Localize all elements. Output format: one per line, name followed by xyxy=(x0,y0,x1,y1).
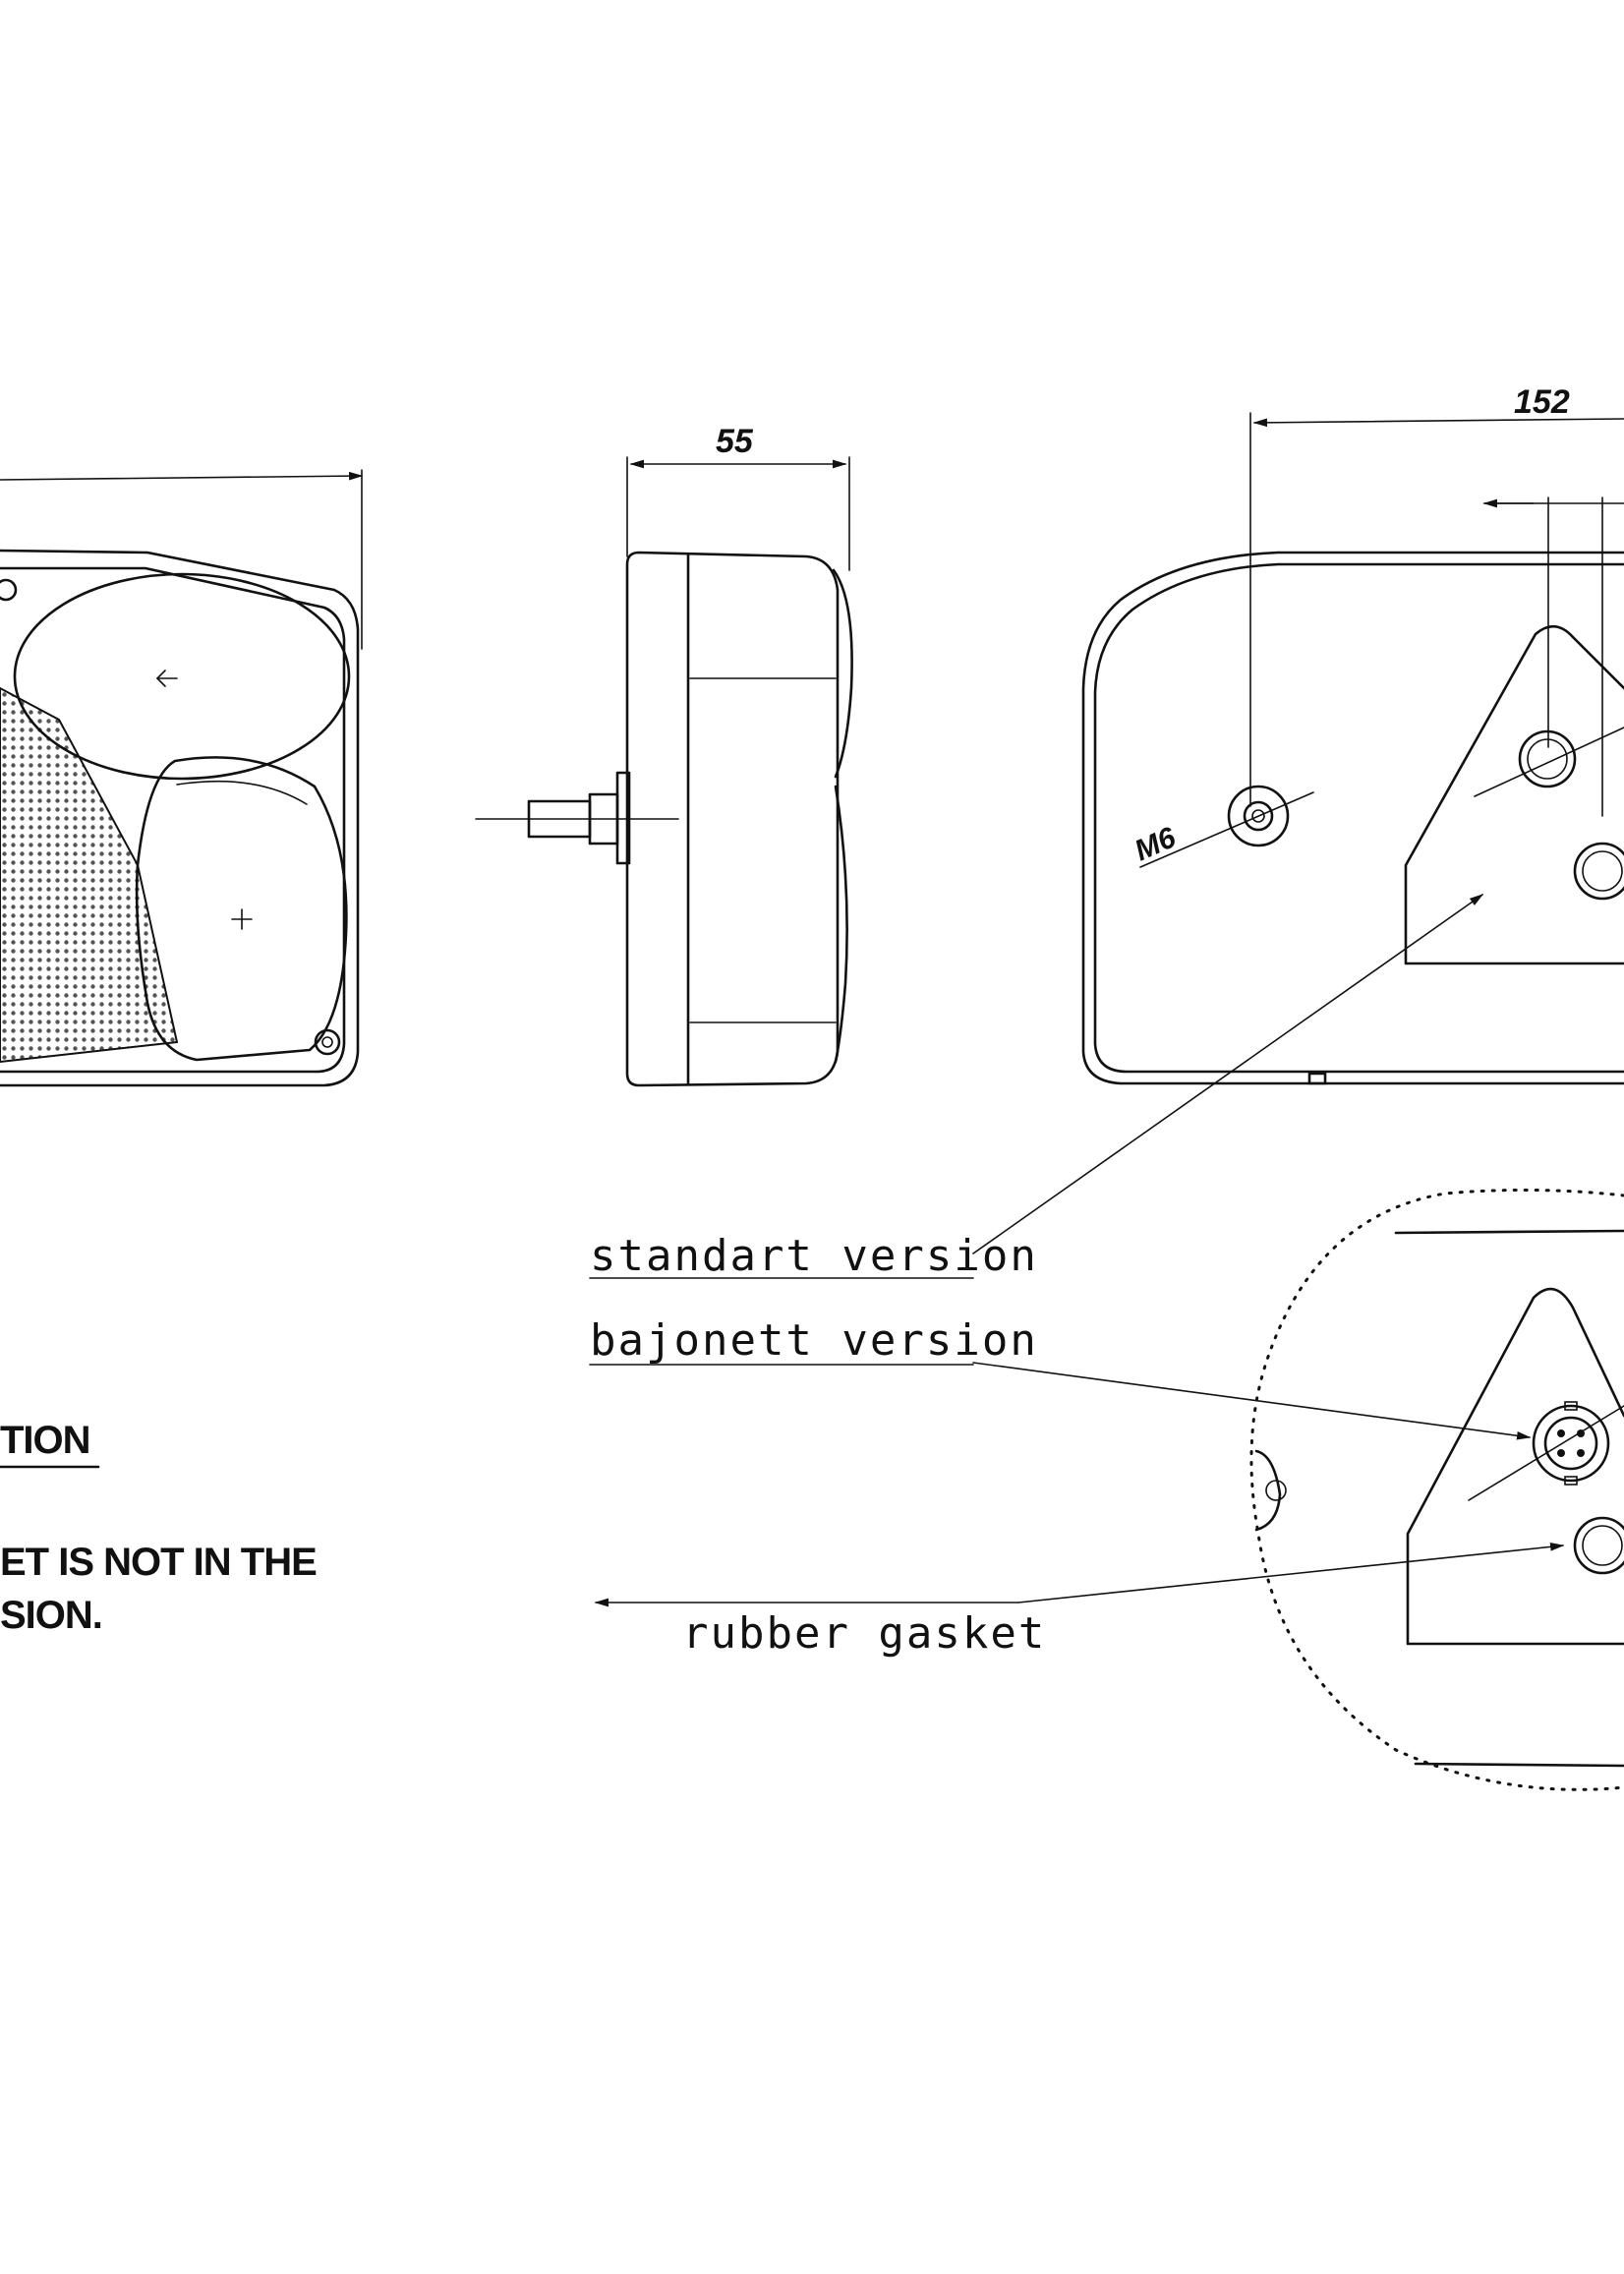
detail-bayonet-pin-3 xyxy=(1557,1449,1565,1457)
detail-housing-top xyxy=(1394,1229,1624,1235)
back-housing-outline xyxy=(1081,551,1624,1085)
front-housing-inner-outline xyxy=(0,566,346,1074)
annotations: standart version bajonett version rubber… xyxy=(0,1231,1046,1659)
front-view xyxy=(0,469,364,1087)
back-view: 152 M6 xyxy=(972,383,1624,1254)
rubber-gasket-label: rubber gasket xyxy=(682,1608,1046,1659)
detail-triangle-plate xyxy=(1406,1287,1624,1646)
detail-side-tab xyxy=(1254,1449,1282,1532)
note-line-1: ET IS NOT IN THE xyxy=(0,1541,317,1584)
front-screw-top xyxy=(0,578,18,602)
detail-view xyxy=(594,1188,1624,1791)
detail-circle-dotted xyxy=(1249,1188,1624,1791)
back-m6-leader xyxy=(1139,791,1314,868)
note-line-2: SION. xyxy=(0,1594,102,1637)
standard-version-leader xyxy=(972,894,1484,1254)
bajonett-version-label: bajonett version xyxy=(590,1315,1038,1366)
back-hole-upper xyxy=(1518,729,1577,788)
side-housing-outline xyxy=(625,551,840,1087)
detail-hole xyxy=(1573,1516,1624,1575)
front-screw-bottom xyxy=(314,1028,341,1056)
back-hole-upper-inner xyxy=(1527,738,1568,780)
detail-bayonet-inner xyxy=(1543,1416,1598,1471)
detail-bayonet-dimension xyxy=(1468,1405,1624,1501)
bajonett-version-leader xyxy=(972,1362,1532,1440)
detail-side-tab-hole xyxy=(1265,1480,1287,1501)
back-housing-inner-outline xyxy=(1093,562,1624,1074)
side-depth-value: 55 xyxy=(716,423,754,460)
detail-housing-bottom xyxy=(1414,1762,1624,1768)
back-hole-lower-inner xyxy=(1582,850,1623,892)
back-drain-notch xyxy=(1307,1072,1327,1085)
standard-version-label: standart version xyxy=(590,1231,1038,1281)
detail-bayonet-outer xyxy=(1532,1404,1610,1483)
front-upper-lamp-arrow-mark xyxy=(155,670,166,687)
note-heading: TION xyxy=(0,1419,90,1462)
back-stud-outer xyxy=(1227,785,1290,847)
side-lens-bulge-lower xyxy=(834,785,848,1064)
front-reflector-triangle xyxy=(0,686,179,1064)
back-width-value: 152 xyxy=(1514,383,1570,421)
back-hole-upper-leader xyxy=(1474,727,1624,797)
detail-bayonet-pin-1 xyxy=(1557,1429,1565,1437)
detail-hole-inner xyxy=(1582,1525,1623,1566)
back-triangle-plate xyxy=(1404,624,1624,965)
side-view: 55 xyxy=(475,423,853,1087)
back-width-dimension-line xyxy=(1252,418,1624,428)
front-screw-bottom-inner xyxy=(321,1036,333,1048)
detail-bayonet-key-top xyxy=(1564,1401,1578,1411)
back-thread-label: M6 xyxy=(1130,821,1181,867)
front-width-dimension-line xyxy=(0,471,364,481)
back-hole-lower xyxy=(1573,842,1624,901)
detail-bayonet-key-bottom xyxy=(1564,1476,1578,1486)
front-lower-lamp-rim xyxy=(176,780,308,805)
front-upper-lamp xyxy=(13,572,351,781)
detail-bayonet-pin-4 xyxy=(1577,1449,1585,1457)
back-stud-core xyxy=(1251,809,1265,823)
front-housing-outline xyxy=(0,549,360,1087)
side-lens-bulge-upper xyxy=(832,568,853,779)
rubber-gasket-leader xyxy=(1017,1543,1565,1603)
back-stud-inner xyxy=(1243,800,1274,832)
